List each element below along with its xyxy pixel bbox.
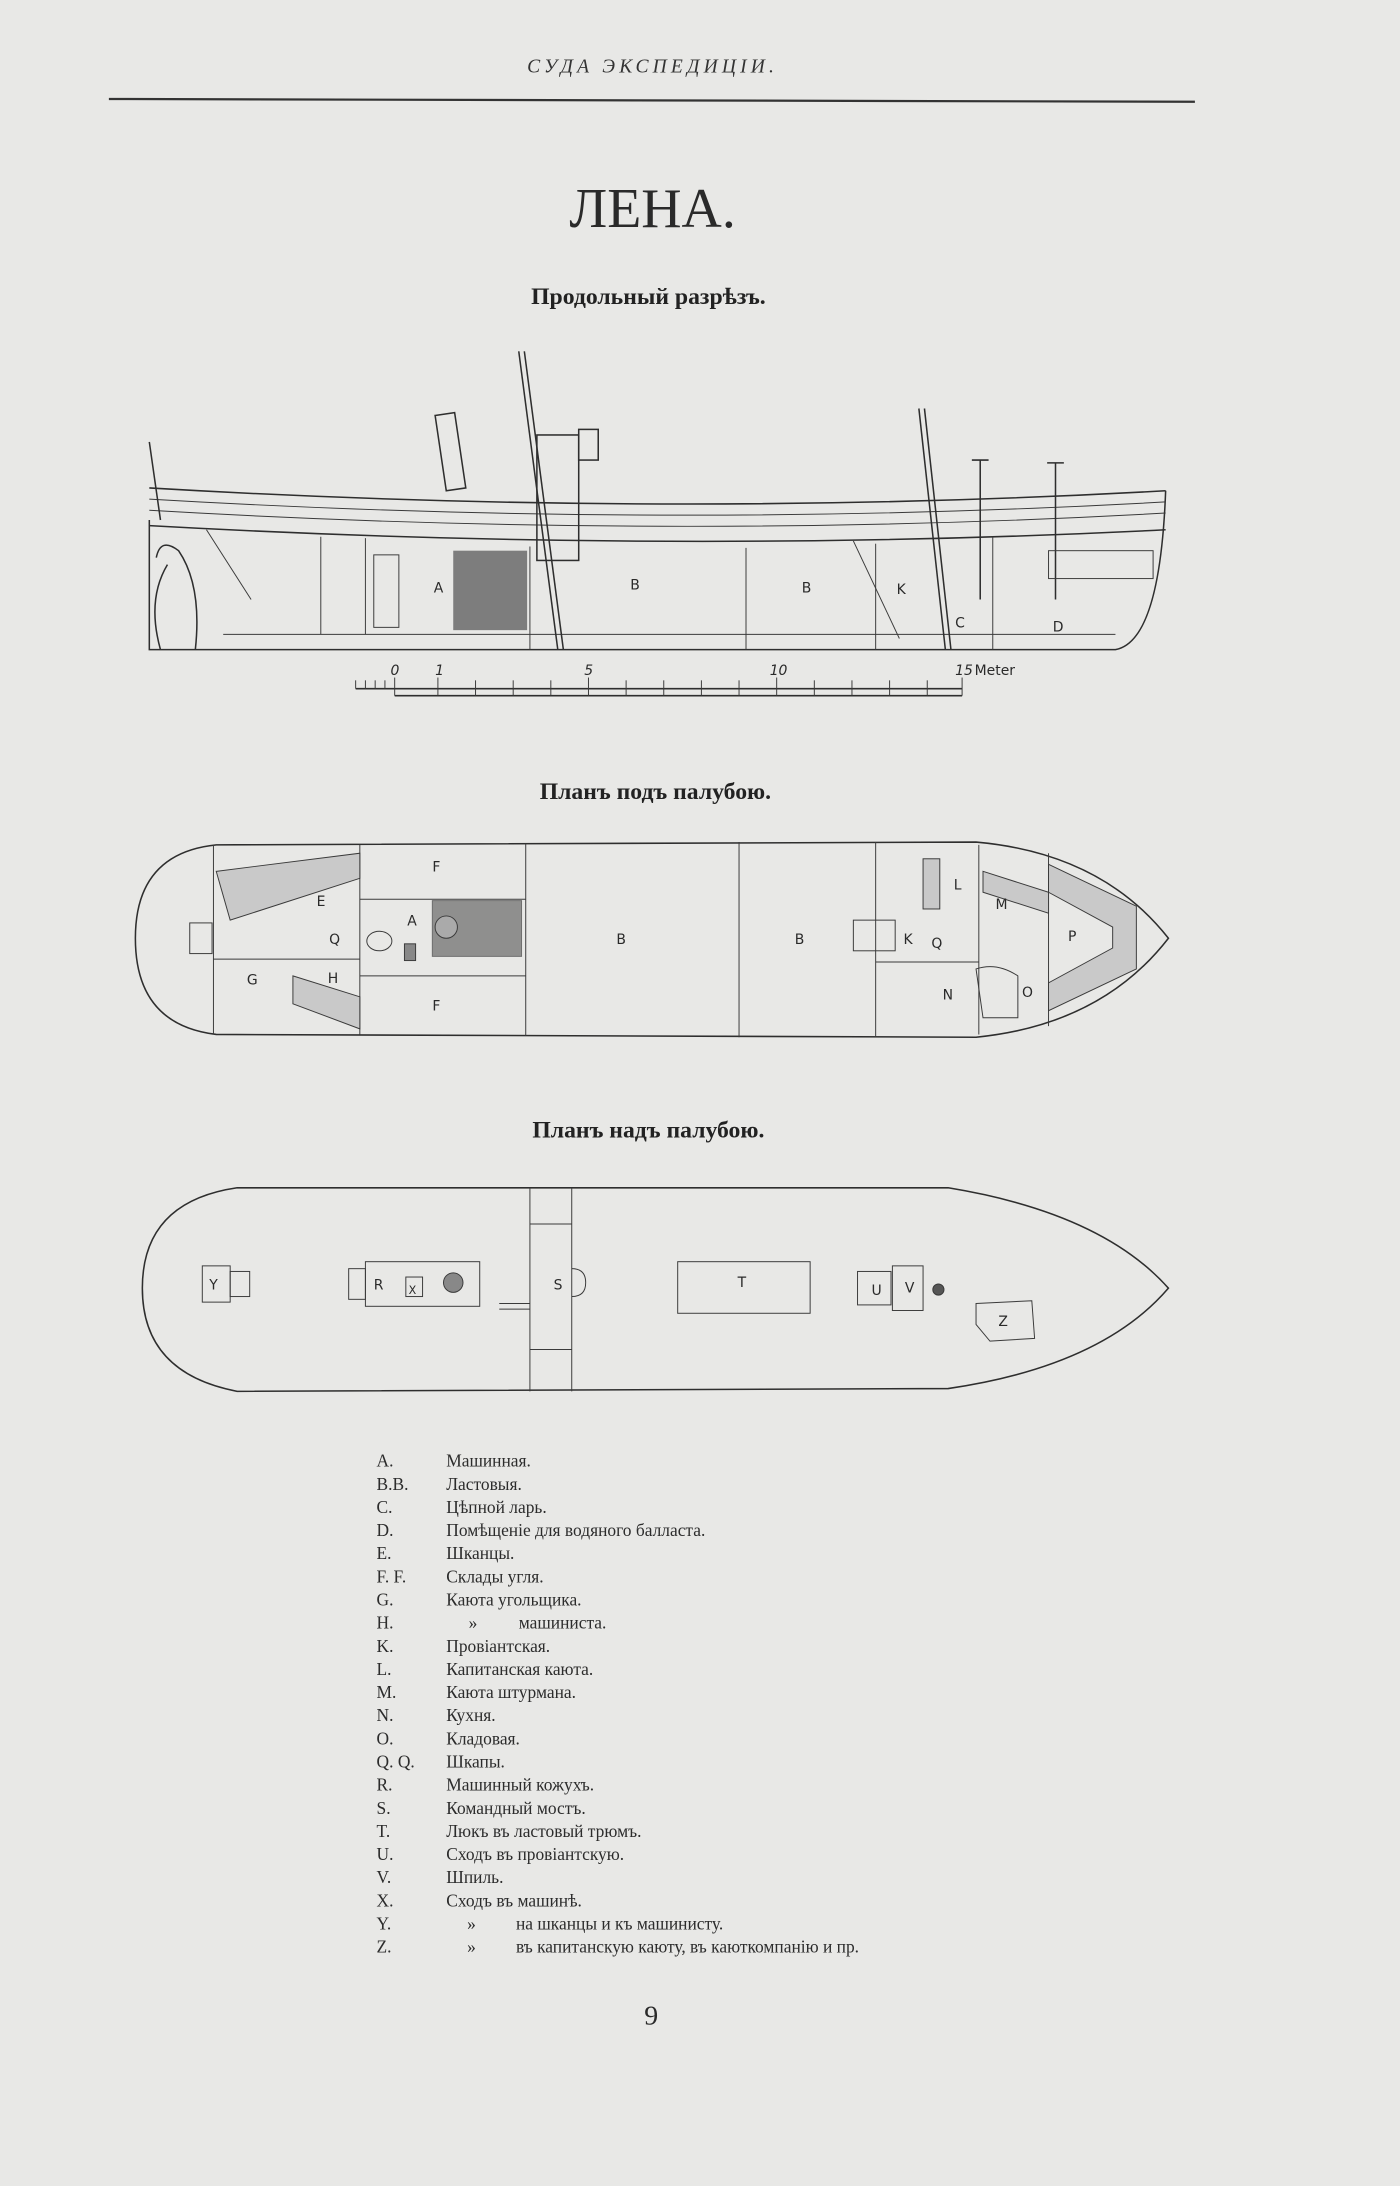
legend-text: на шканцы и къ машинисту. xyxy=(516,1913,723,1933)
below-deck-plan-drawing: F E Q A B B K Q L M P N O G H F xyxy=(134,841,1170,1039)
above-deck-heading: Планъ надъ палубою. xyxy=(532,1118,764,1144)
above-label-u: U xyxy=(871,1283,881,1299)
below-label-p: P xyxy=(1068,929,1076,945)
legend-text: Кладовая. xyxy=(446,1728,520,1748)
legend-key: A. xyxy=(377,1451,394,1471)
legend-text: Машинный кожухъ. xyxy=(446,1775,594,1795)
below-label-o: O xyxy=(1022,985,1033,1001)
above-label-y: Y xyxy=(208,1278,218,1294)
side-label-b1: B xyxy=(630,578,640,594)
below-label-e: E xyxy=(317,894,326,910)
legend-key: V. xyxy=(377,1867,392,1887)
legend-ditto-mark: » xyxy=(469,1613,478,1633)
legend-key: Z. xyxy=(377,1937,392,1957)
scale-unit: Meter xyxy=(975,663,1016,679)
legend-text: машиниста. xyxy=(519,1613,607,1633)
legend-key: B.B. xyxy=(377,1474,409,1494)
legend-key: M. xyxy=(377,1682,397,1702)
legend: A. Машинная. B.B. Ластовыя. C. Цѣпной ларь. D.… xyxy=(377,1451,859,1957)
legend-key: G. xyxy=(377,1589,394,1609)
above-deck-plan-drawing: Y R X S T U V Z xyxy=(141,1187,1170,1393)
side-label-c: C xyxy=(955,615,965,631)
below-label-q2: Q xyxy=(931,936,942,952)
longitudinal-section-drawing: A B B K C D xyxy=(148,351,1167,651)
below-label-b2: B xyxy=(795,932,805,948)
side-view-heading: Продольный разрѣзъ. xyxy=(531,284,766,310)
scale-tick-10: 10 xyxy=(770,663,788,679)
above-label-x: X xyxy=(409,1284,417,1297)
above-label-t: T xyxy=(737,1275,747,1291)
legend-key: R. xyxy=(377,1775,393,1795)
below-deck-heading: Планъ подъ палубою. xyxy=(540,779,771,805)
legend-key: C. xyxy=(377,1497,393,1517)
legend-key: Y. xyxy=(377,1913,392,1933)
legend-key: O. xyxy=(377,1728,394,1748)
legend-text: Машинная. xyxy=(446,1451,531,1471)
scale-tick-1: 1 xyxy=(435,663,444,679)
side-label-b2: B xyxy=(802,581,812,597)
legend-text: Шканцы. xyxy=(446,1543,514,1563)
legend-key: F. F. xyxy=(377,1566,407,1586)
below-label-f1: F xyxy=(432,859,440,875)
above-label-r: R xyxy=(374,1278,384,1294)
legend-text: Каюта штурмана. xyxy=(446,1682,576,1702)
below-label-g: G xyxy=(247,972,258,988)
below-label-l: L xyxy=(954,877,962,893)
legend-key: T. xyxy=(377,1821,391,1841)
below-label-a: A xyxy=(407,914,417,930)
scale-tick-5: 5 xyxy=(584,663,593,679)
legend-key: U. xyxy=(377,1844,394,1864)
page-number: 9 xyxy=(644,2000,658,2031)
legend-key: N. xyxy=(377,1705,394,1725)
legend-ditto-mark: » xyxy=(467,1937,476,1957)
below-label-f2: F xyxy=(432,999,440,1015)
side-label-k: K xyxy=(897,582,907,598)
legend-key: L. xyxy=(377,1659,392,1679)
legend-text: Сходъ въ провіантскую. xyxy=(446,1844,624,1864)
below-label-k: K xyxy=(904,932,914,948)
legend-key: X. xyxy=(377,1890,394,1910)
legend-text: Кухня. xyxy=(446,1705,495,1725)
header-rule xyxy=(108,97,1195,103)
legend-text: Ластовыя. xyxy=(446,1474,522,1494)
legend-text: Провіантская. xyxy=(446,1636,550,1656)
legend-text: Цѣпной ларь. xyxy=(446,1497,546,1517)
legend-text: въ капитанскую каюту, въ каюткомпанію и … xyxy=(516,1937,859,1957)
legend-text: Помѣщеніе для водяного балласта. xyxy=(446,1520,705,1540)
running-title: СУДА ЭКСПЕДИЦІИ. xyxy=(527,56,778,77)
boiler xyxy=(453,550,528,631)
below-label-n: N xyxy=(943,988,953,1004)
side-label-a: A xyxy=(434,581,444,597)
above-label-z: Z xyxy=(998,1314,1008,1330)
below-label-h: H xyxy=(328,971,338,987)
legend-key: Q. Q. xyxy=(377,1751,415,1771)
above-label-s: S xyxy=(554,1278,563,1294)
legend-key: H. xyxy=(377,1613,394,1633)
scale-tick-15: 15 xyxy=(955,663,973,679)
above-label-v: V xyxy=(905,1280,915,1296)
page-title: ЛЕНА. xyxy=(569,178,735,240)
legend-key: D. xyxy=(377,1520,394,1540)
legend-key: S. xyxy=(377,1798,391,1818)
legend-ditto-mark: » xyxy=(467,1913,476,1933)
legend-text: Капитанская каюта. xyxy=(446,1659,593,1679)
legend-key: E. xyxy=(377,1543,392,1563)
scale-tick-0: 0 xyxy=(391,663,400,679)
legend-text: Шпиль. xyxy=(446,1867,503,1887)
side-label-d: D xyxy=(1053,620,1064,636)
below-label-q1: Q xyxy=(329,932,340,948)
legend-text: Сходъ въ машинѣ. xyxy=(446,1890,582,1910)
below-label-b1: B xyxy=(616,932,626,948)
scale-bar: 0 1 5 10 15 Meter xyxy=(355,663,1016,697)
legend-text: Командный мостъ. xyxy=(446,1798,585,1818)
legend-text: Люкъ въ ластовый трюмъ. xyxy=(446,1821,641,1841)
legend-text: Склады угля. xyxy=(446,1566,543,1586)
legend-text: Шкапы. xyxy=(446,1751,505,1771)
legend-key: K. xyxy=(377,1636,394,1656)
below-label-m: M xyxy=(996,897,1008,913)
legend-text: Каюта угольщика. xyxy=(446,1589,581,1609)
